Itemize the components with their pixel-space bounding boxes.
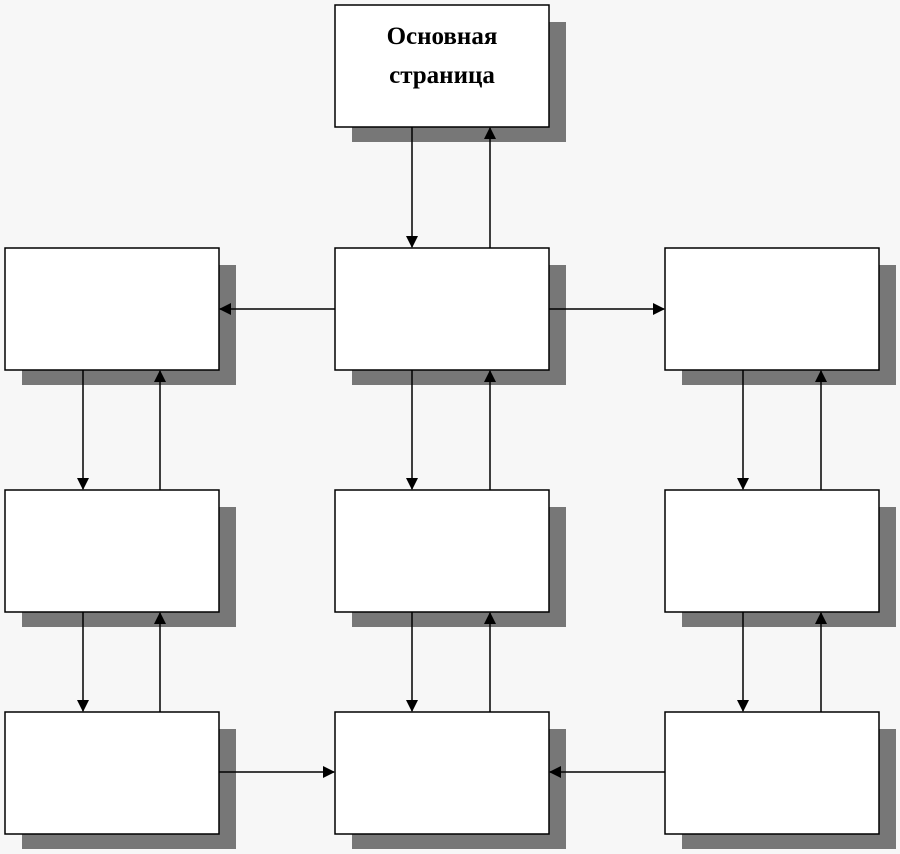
box-row2-right	[664, 489, 880, 613]
main-page-label-line1: Основная	[387, 23, 498, 50]
box-row3-right	[664, 711, 880, 835]
box-row2-left	[4, 489, 220, 613]
main-page-label-line2: страница	[389, 62, 495, 89]
box-row1-center	[334, 247, 550, 371]
box-row1-right	[664, 247, 880, 371]
main-page-box	[334, 4, 550, 128]
box-row3-left	[4, 711, 220, 835]
box-row2-center	[334, 489, 550, 613]
box-row3-center	[334, 711, 550, 835]
box-row1-left	[4, 247, 220, 371]
